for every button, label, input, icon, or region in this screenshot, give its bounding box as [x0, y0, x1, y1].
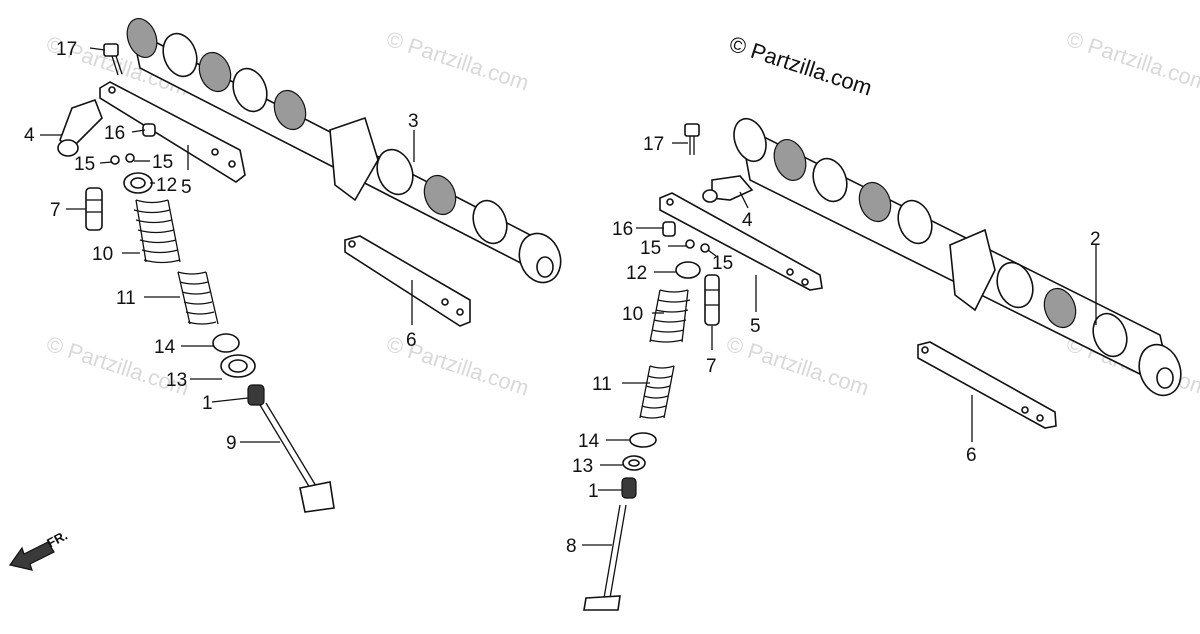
callout-16-right: 16	[612, 219, 633, 240]
camshaft-left-bearing-block	[329, 116, 379, 202]
callout-12-left: 12	[156, 175, 177, 196]
callout-8: 8	[566, 536, 577, 557]
clip-15-right-a	[685, 239, 695, 249]
spring-retainer-12-right	[675, 261, 701, 279]
cam-chain-guide-5-left	[99, 81, 246, 183]
cam-chain-guide-6-right	[917, 341, 1057, 429]
camshaft-left	[126, 18, 562, 284]
valve-lifter-7-left	[85, 187, 103, 231]
camshaft-left-end-cap	[126, 18, 158, 58]
callout-12-right: 12	[626, 263, 647, 284]
callout-5-left: 5	[181, 177, 192, 198]
clip-15-left-b	[125, 153, 135, 163]
clip-15-right-b	[700, 243, 710, 253]
callout-14-left: 14	[154, 337, 176, 358]
exhaust-valve-9	[259, 402, 335, 513]
callout-10-left: 10	[92, 244, 113, 265]
callout-7-right: 7	[706, 356, 717, 377]
callout-11-left: 11	[116, 288, 136, 309]
callout-2: 2	[1090, 229, 1101, 250]
pin-16-right	[662, 221, 676, 237]
arrow-icon	[8, 541, 55, 571]
callout-15a-left: 15	[74, 154, 95, 175]
callout-14-right: 14	[578, 431, 600, 452]
callout-4-left: 4	[24, 125, 35, 146]
rocker-arm-4-right	[702, 175, 754, 203]
rocker-arm-4-left	[57, 98, 103, 157]
callout-1-right: 1	[588, 481, 599, 502]
valve-cotter-1-left	[247, 384, 265, 406]
valve-cotter-1-right	[621, 477, 637, 499]
callout-13-left: 13	[166, 370, 187, 391]
intake-valve-8	[583, 504, 627, 611]
valve-lifter-7-right	[704, 274, 720, 326]
watermark: © Partzilla.com	[383, 26, 532, 96]
callout-1-left: 1	[202, 393, 213, 414]
valve-spring-inner-11-left	[177, 271, 219, 325]
cam-chain-guide-6-left	[344, 235, 471, 327]
callout-13-right: 13	[572, 456, 593, 477]
callout-6-left: 6	[406, 330, 417, 351]
cam-chain-guide-5-right	[659, 192, 823, 291]
copyright-notice: © Partzilla.com	[726, 31, 875, 101]
leader-lines	[40, 47, 1097, 546]
clip-15-left-a	[110, 155, 120, 165]
spring-seat-14-left	[212, 333, 240, 353]
callout-4-right: 4	[742, 210, 753, 231]
callout-17-right: 17	[643, 134, 664, 155]
camshaft-right	[733, 117, 1182, 397]
callout-labels: 17 4 16 15 15 12 5 7 10 11 14 13 1 9 3 6…	[24, 39, 1101, 557]
callout-15b-left: 15	[152, 152, 173, 173]
callout-16-left: 16	[104, 123, 125, 144]
callout-10-right: 10	[622, 304, 643, 325]
valve-spring-inner-11-right	[639, 365, 675, 419]
camshaft-right-end-cap	[733, 117, 767, 163]
valve-spring-outer-10-left	[133, 199, 181, 264]
callout-3: 3	[408, 111, 419, 132]
callout-6-right: 6	[966, 445, 977, 466]
watermark: © Partzilla.com	[1063, 26, 1200, 96]
valve-spring-outer-10-right	[649, 289, 691, 343]
camshaft-right-bearing-block	[949, 228, 996, 312]
spring-seat-14-right	[629, 432, 657, 448]
callout-11-right: 11	[592, 374, 612, 395]
watermark: © Partzilla.com	[723, 331, 872, 401]
callout-15b-right: 15	[712, 253, 733, 274]
callout-9: 9	[226, 433, 237, 454]
callout-7-left: 7	[50, 200, 61, 221]
front-direction-arrow: FR.	[8, 528, 70, 571]
bolt-17-right	[684, 123, 700, 155]
callout-15a-right: 15	[640, 238, 661, 259]
callout-5-right: 5	[750, 316, 761, 337]
callout-17-left: 17	[56, 39, 77, 60]
